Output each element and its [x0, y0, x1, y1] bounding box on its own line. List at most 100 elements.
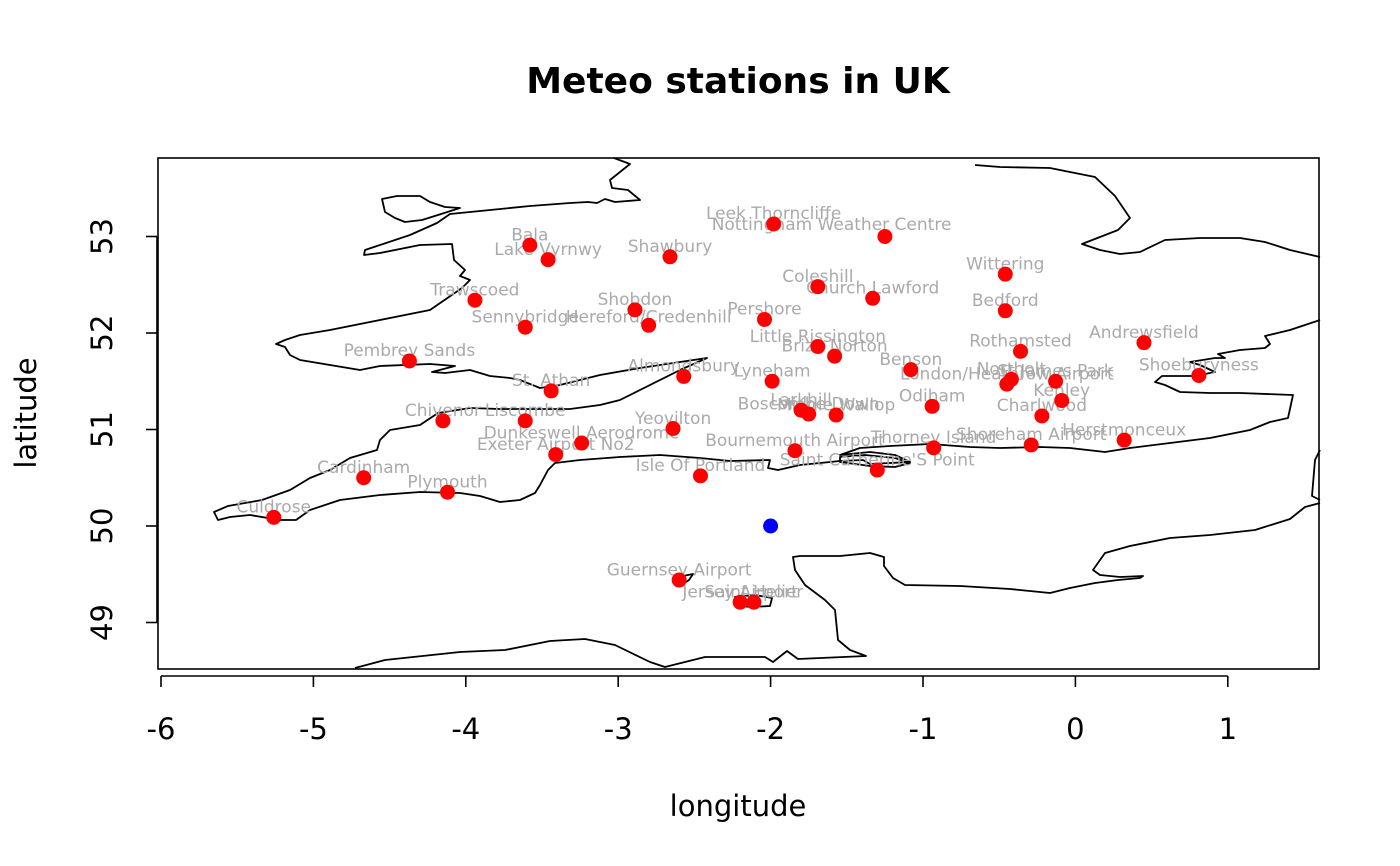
- coastline-east-england: [974, 164, 1321, 258]
- station-point: [732, 594, 748, 610]
- station-point: [1116, 432, 1132, 448]
- station-point: [662, 249, 678, 265]
- station-label: Andrewsfield: [1089, 323, 1199, 343]
- x-tick-label: 1: [1219, 712, 1237, 746]
- station-point: [766, 216, 782, 232]
- station-point: [997, 266, 1013, 282]
- station-label: Liscombe: [485, 401, 566, 421]
- y-tick-label: 51: [85, 411, 119, 448]
- station-point: [435, 413, 451, 429]
- station-point: [548, 447, 564, 463]
- station-point: [746, 594, 762, 610]
- station-label: Chivenor: [405, 401, 481, 421]
- station-label: Benson: [879, 350, 942, 370]
- station-label: Bedford: [972, 291, 1039, 311]
- x-tick-label: -5: [299, 712, 328, 746]
- y-tick-label: 52: [85, 315, 119, 352]
- station-point: [543, 383, 559, 399]
- station-label: Brize Norton: [782, 336, 888, 356]
- station-label: Leek Thorncliffe: [706, 204, 841, 224]
- station-label: Dunkeswell Aerodrome: [484, 423, 680, 443]
- station-label: Wittering: [966, 254, 1044, 274]
- x-tick-label: -4: [451, 712, 480, 746]
- station-point: [827, 348, 843, 364]
- station-label: Guernsey Airport: [607, 560, 752, 580]
- station-point: [787, 443, 803, 459]
- station-point: [865, 290, 881, 306]
- x-tick-label: 0: [1066, 712, 1084, 746]
- y-tick-label: 50: [85, 508, 119, 545]
- station-label: Thorney Island: [870, 428, 997, 448]
- station-label: Isle Of Portland: [636, 456, 766, 476]
- station-point: [1034, 408, 1050, 424]
- station-label: Nottingham Weather Centre: [712, 215, 952, 235]
- station-label: Shoeburyness: [1139, 356, 1259, 376]
- station-label: Almondsbury: [628, 357, 740, 377]
- station-point: [1048, 373, 1064, 389]
- station-label: Pembrey Sands: [344, 341, 476, 361]
- station-label: Culdrose: [237, 498, 312, 518]
- station-point: [1003, 371, 1019, 387]
- station-point: [801, 406, 817, 422]
- station-label: Little Rissington: [750, 327, 887, 347]
- station-label: St. Athan: [512, 371, 590, 391]
- station-point: [1013, 343, 1029, 359]
- station-label: Hereford/Credenhill: [566, 307, 732, 327]
- station-point: [1054, 393, 1070, 409]
- station-point: [828, 407, 844, 423]
- station-point: [517, 319, 533, 335]
- station-point: [692, 468, 708, 484]
- station-label: Lyneham: [734, 361, 811, 381]
- station-label: Northolt: [977, 360, 1047, 380]
- station-label: Pershore: [727, 300, 801, 320]
- station-point: [869, 462, 885, 478]
- coastline-isle-of-wight: [839, 454, 911, 468]
- y-tick-label: 49: [85, 604, 119, 641]
- station-label: Boscombe Down: [738, 394, 880, 414]
- station-point: [671, 572, 687, 588]
- y-axis: 49 50 51 52 53: [85, 218, 158, 641]
- station-point: [266, 509, 282, 525]
- station-label: Bournemouth Airport: [705, 431, 885, 451]
- station-points: [266, 216, 1207, 610]
- station-label: Saint Helier: [704, 582, 803, 602]
- station-point: [356, 470, 372, 486]
- plot-frame: [157, 157, 1320, 670]
- station-label: Saint Catherine'S Point: [780, 450, 975, 470]
- station-point: [627, 302, 643, 318]
- x-tick-label: -1: [909, 712, 938, 746]
- station-point: [1191, 367, 1207, 383]
- station-label: Bala: [511, 225, 548, 245]
- station-label: Trawscoed: [429, 280, 519, 300]
- y-tick-label: 53: [85, 218, 119, 255]
- y-axis-label: latitude: [9, 357, 43, 468]
- station-point: [810, 339, 826, 355]
- station-label: Exeter Airport No2: [477, 435, 635, 455]
- x-tick-label: -2: [756, 712, 785, 746]
- station-point: [903, 362, 919, 378]
- station-label: St James Park: [997, 361, 1113, 381]
- station-label: Church Lawford: [806, 279, 939, 299]
- station-label: Sennybridge: [472, 307, 579, 327]
- x-axis-label: longitude: [670, 789, 807, 823]
- station-point: [467, 292, 483, 308]
- station-point: [641, 317, 657, 333]
- station-point: [877, 229, 893, 244]
- coastline-anglesey: [381, 195, 461, 223]
- station-point: [764, 373, 780, 389]
- station-point: [522, 237, 538, 253]
- station-label: Rothamsted: [969, 332, 1072, 352]
- station-point: [574, 435, 590, 451]
- station-point: [810, 279, 826, 295]
- station-label: Yeovilton: [634, 409, 711, 429]
- station-point: [1136, 335, 1152, 351]
- highlight-point: [763, 518, 779, 534]
- station-point: [540, 252, 556, 268]
- station-label: Plymouth: [407, 472, 487, 492]
- station-point: [757, 311, 773, 327]
- station-label: Lake Vyrnwy: [494, 240, 602, 260]
- station-point: [440, 484, 456, 500]
- station-label: Jersey Airport: [681, 582, 798, 602]
